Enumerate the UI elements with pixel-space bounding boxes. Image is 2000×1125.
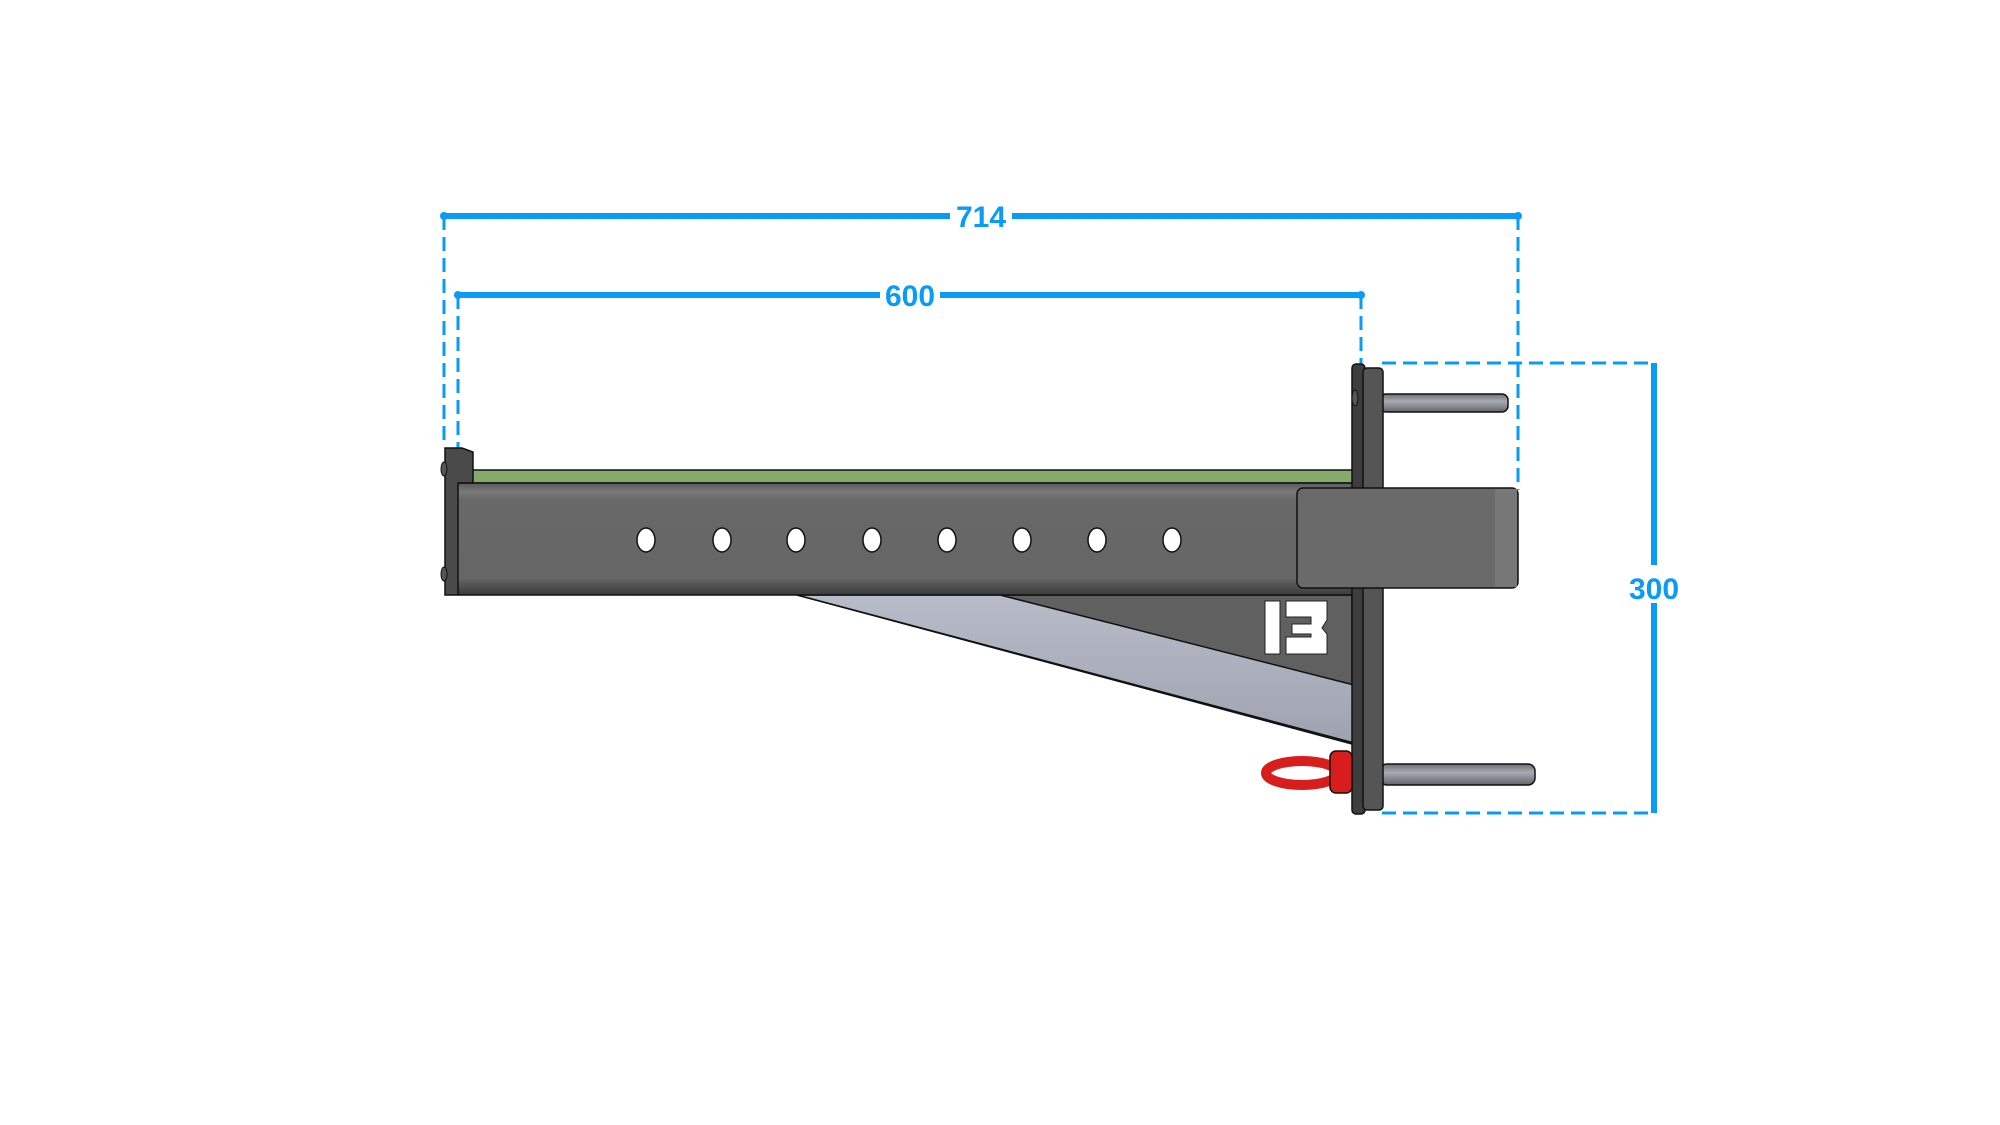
rack-sleeve — [1296, 487, 1519, 589]
extension-lines — [442, 216, 1654, 815]
main-tube — [455, 482, 1363, 596]
adjustment-hole — [636, 527, 656, 553]
dimension-label-300: 300 — [1629, 573, 1679, 606]
adjustment-hole — [1087, 527, 1107, 553]
dimension-label-600: 600 — [885, 280, 935, 313]
adjustment-holes — [636, 527, 1182, 553]
mounting-pin-bottom — [1379, 763, 1536, 786]
end-plate — [440, 447, 474, 596]
adjustment-hole — [862, 527, 882, 553]
mounting-plate — [1351, 363, 1384, 815]
pull-pin-handle[interactable] — [1261, 750, 1353, 794]
adjustment-hole — [1012, 527, 1032, 553]
dimension-arm-length: 600 — [454, 280, 1365, 313]
rubber-pad — [465, 469, 1355, 484]
dimension-plate-height: 300 — [1629, 363, 1679, 813]
sleeve-highlight — [1495, 489, 1517, 587]
adjustment-hole — [712, 527, 732, 553]
dimension-label-714: 714 — [956, 201, 1006, 234]
mounting-pin-top — [1379, 393, 1509, 413]
adjustment-hole — [1162, 527, 1182, 553]
adjustment-hole — [937, 527, 957, 553]
dimension-overall-length: 714 — [440, 201, 1522, 234]
brand-logo — [1264, 600, 1328, 655]
adjustment-hole — [786, 527, 806, 553]
